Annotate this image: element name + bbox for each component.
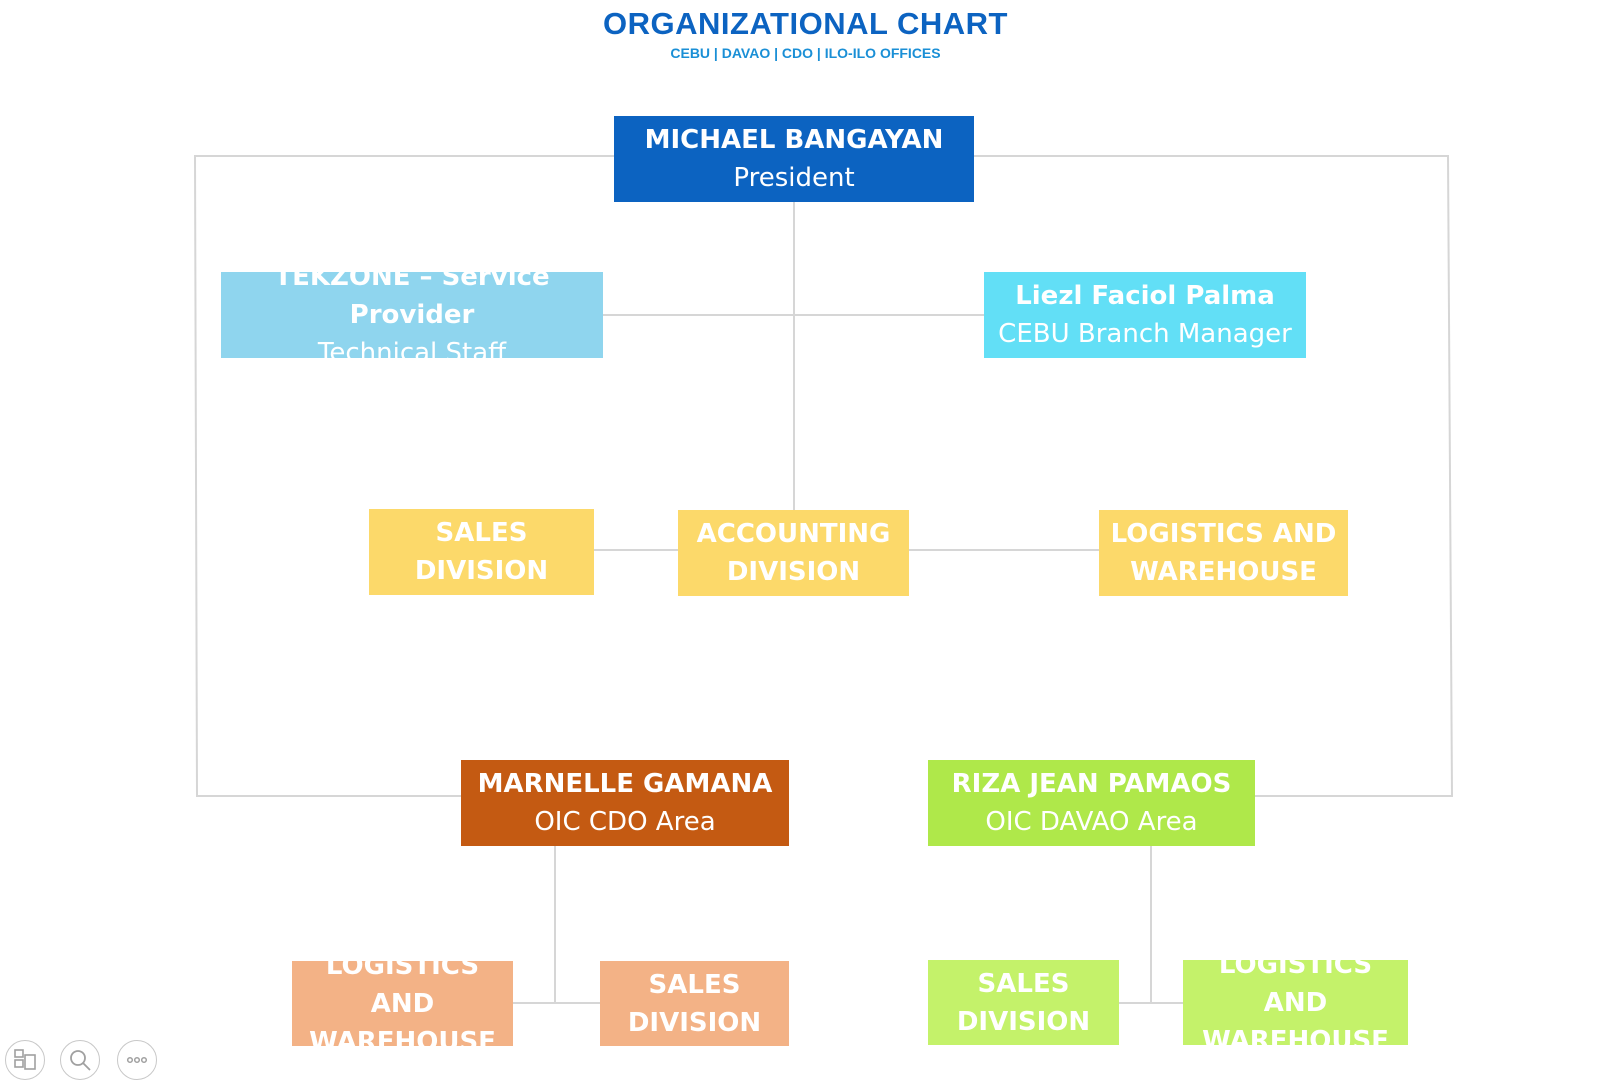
cebu-manager-name: Liezl Faciol Palma <box>1015 281 1275 311</box>
davao-sales-box: SALES DIVISION <box>928 960 1119 1045</box>
accounting-division-line2: DIVISION <box>726 557 861 587</box>
cdo-oic-name: MARNELLE GAMANA <box>477 769 773 799</box>
president-role: President <box>733 163 855 193</box>
tekzone-box: TEKZONE – Service Provider Technical Sta… <box>221 262 603 368</box>
davao-logistics-box: LOGISTICS AND WAREHOUSE <box>1183 950 1408 1056</box>
tekzone-role: Technical Staff <box>317 338 507 368</box>
accounting-division-line1: ACCOUNTING <box>696 519 891 549</box>
sales-division-line1: SALES <box>435 518 528 548</box>
davao-sales-line1: SALES <box>977 968 1070 999</box>
cdo-logistics-line2: WAREHOUSE <box>309 1026 496 1057</box>
davao-oic-name: RIZA JEAN PAMAOS <box>951 769 1232 799</box>
president-box: MICHAEL BANGAYAN President <box>614 116 974 202</box>
sales-division-box: SALES DIVISION <box>369 509 594 595</box>
sales-division-line2: DIVISION <box>414 556 549 586</box>
cdo-sales-line1: SALES <box>648 969 741 1000</box>
chart-title: ORGANIZATIONAL CHART <box>603 6 1008 41</box>
cebu-manager-role: CEBU Branch Manager <box>998 319 1292 349</box>
tekzone-name: TEKZONE – Service Provider <box>274 262 550 330</box>
logistics-warehouse-line2: WAREHOUSE <box>1130 557 1317 587</box>
davao-sales-line2: DIVISION <box>956 1006 1091 1037</box>
cdo-sales-box: SALES DIVISION <box>600 961 789 1046</box>
cdo-logistics-box: LOGISTICS AND WAREHOUSE <box>292 951 513 1057</box>
chart-subtitle: CEBU | DAVAO | CDO | ILO-ILO OFFICES <box>670 45 941 61</box>
cdo-logistics-line1: LOGISTICS AND <box>325 950 480 1019</box>
cdo-sales-line2: DIVISION <box>627 1007 762 1038</box>
frame-line-right <box>974 155 1454 797</box>
davao-logistics-line1: LOGISTICS AND <box>1218 949 1373 1018</box>
logistics-warehouse-box: LOGISTICS AND WAREHOUSE <box>1099 510 1348 596</box>
zoom-button[interactable] <box>60 1040 100 1080</box>
more-options-button[interactable] <box>117 1040 157 1080</box>
slides-icon <box>14 1049 36 1070</box>
frame-line-left <box>193 155 614 797</box>
slides-view-button[interactable] <box>5 1040 45 1080</box>
logistics-warehouse-line1: LOGISTICS AND <box>1110 519 1337 549</box>
magnifier-icon <box>70 1050 91 1071</box>
cdo-oic-role: OIC CDO Area <box>534 807 716 837</box>
davao-oic-box: RIZA JEAN PAMAOS OIC DAVAO Area <box>928 760 1255 846</box>
cdo-oic-box: MARNELLE GAMANA OIC CDO Area <box>461 760 789 846</box>
president-name: MICHAEL BANGAYAN <box>644 125 944 155</box>
davao-oic-role: OIC DAVAO Area <box>985 807 1198 837</box>
accounting-division-box: ACCOUNTING DIVISION <box>678 510 909 596</box>
more-dots-icon <box>126 1056 148 1064</box>
davao-logistics-line2: WAREHOUSE <box>1202 1025 1389 1056</box>
cebu-manager-box: Liezl Faciol Palma CEBU Branch Manager <box>984 272 1306 358</box>
